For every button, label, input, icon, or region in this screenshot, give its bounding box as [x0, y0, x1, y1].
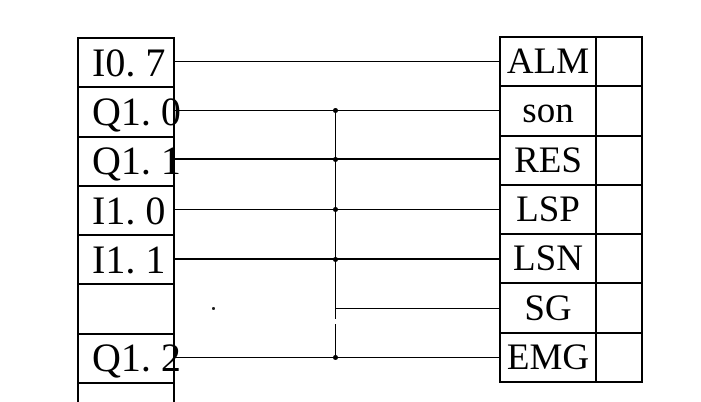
- junction-dot-q11: [333, 156, 338, 162]
- io-label-q1-0: Q1. 0: [92, 88, 181, 134]
- table-row-empty-cutoff: [79, 384, 173, 402]
- terminal-label-lsp: LSP: [501, 185, 597, 234]
- junction-dot-q10: [333, 108, 338, 113]
- terminal-blank-cell: [597, 334, 641, 381]
- io-label-q1-2: Q1. 2: [92, 335, 181, 381]
- terminal-blank-cell: [597, 284, 641, 331]
- common-bus-lower: [334, 323, 336, 358]
- terminal-blank-cell: [597, 137, 641, 184]
- table-row: I1. 1: [79, 236, 173, 286]
- table-row: I0. 7: [79, 39, 173, 89]
- junction-dot-q12: [333, 355, 338, 360]
- terminal-label-res: RES: [501, 136, 597, 184]
- terminal-blank-cell: [597, 87, 641, 134]
- terminal-label-lsn: LSN: [501, 235, 597, 283]
- table-row: RES: [501, 136, 641, 186]
- junction-dot-i10: [333, 207, 338, 212]
- table-row: ALM: [501, 38, 641, 88]
- terminal-blank-cell: [597, 235, 641, 282]
- junction-dot-i11: [333, 256, 338, 262]
- common-bus-upper: [334, 110, 336, 319]
- io-label-i1-0: I1. 0: [92, 187, 166, 233]
- wire-bus-sg: [335, 307, 500, 309]
- wire-i07-alm: [173, 60, 500, 62]
- io-label-q1-1: Q1. 1: [92, 138, 181, 184]
- terminal-label-alm: ALM: [501, 38, 597, 86]
- table-row: EMG: [501, 333, 641, 381]
- terminal-label-emg: EMG: [501, 333, 597, 381]
- table-row: Q1. 0: [79, 88, 181, 138]
- terminal-label-son: son: [501, 87, 597, 135]
- terminal-blank-cell: [597, 38, 641, 85]
- terminal-label-sg: SG: [501, 284, 597, 332]
- plc-io-table: I0. 7 Q1. 0 Q1. 1 I1. 0 I1. 1 Q1. 2: [77, 37, 181, 402]
- stray-mark: [212, 307, 215, 310]
- table-row: son: [501, 87, 641, 137]
- table-row: Q1. 1: [79, 138, 181, 187]
- table-row: Q1. 2: [79, 335, 181, 385]
- io-label-i0-7: I0. 7: [92, 39, 166, 85]
- terminal-blank-cell: [597, 186, 641, 233]
- table-row: SG: [501, 284, 641, 334]
- table-row: LSP: [501, 185, 641, 236]
- io-label-i1-1: I1. 1: [92, 236, 166, 282]
- table-row-empty: [79, 285, 173, 335]
- servo-terminal-table: ALM son RES LSP LSN SG EMG: [499, 36, 643, 383]
- table-row: LSN: [501, 235, 641, 285]
- table-row: I1. 0: [79, 187, 173, 237]
